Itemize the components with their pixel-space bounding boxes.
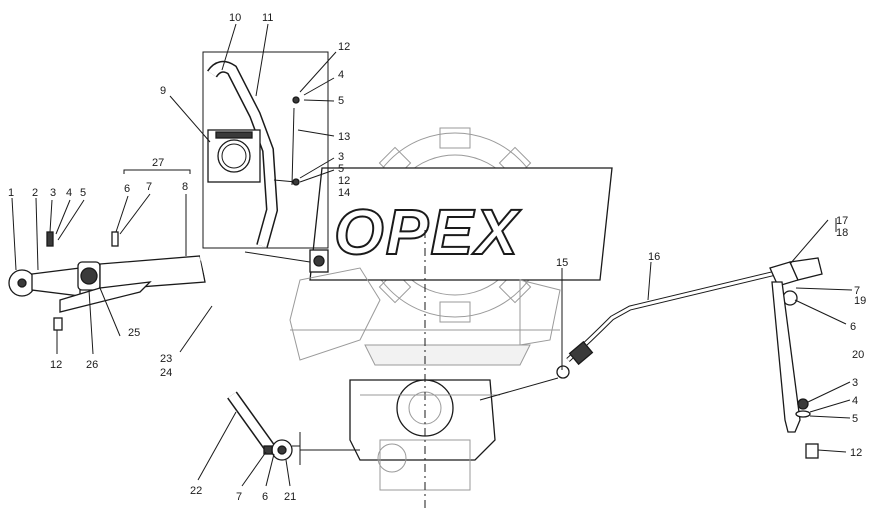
callout-22: 22	[190, 485, 202, 497]
callout-3: 3	[50, 187, 56, 199]
callouts: 1 2 3 4 5 6 7 8 27 12 26 25 23 24 10 11 …	[8, 12, 866, 503]
callout-19: 19	[854, 295, 866, 307]
part-16-rod	[566, 269, 781, 362]
callout-2: 2	[32, 187, 38, 199]
callout-27: 27	[152, 157, 164, 169]
right-assembly	[479, 257, 823, 459]
engine-outline	[289, 230, 561, 510]
callout-12-inset-b: 12	[338, 175, 350, 187]
part-2-tube	[31, 267, 81, 297]
callout-16: 16	[648, 251, 660, 263]
callout-7-right: 7	[854, 285, 860, 297]
callout-26: 26	[86, 359, 98, 371]
callout-17: 17	[836, 215, 848, 227]
part-25-bracket	[59, 281, 152, 313]
callout-9: 9	[160, 85, 166, 97]
watermark-banner	[309, 167, 613, 281]
callout-24: 24	[160, 367, 172, 379]
callout-12-inset: 12	[338, 41, 350, 53]
callout-7: 7	[146, 181, 152, 193]
callout-15: 15	[556, 257, 568, 269]
callout-13: 13	[338, 131, 350, 143]
callout-18: 18	[836, 227, 848, 239]
callout-6: 6	[124, 183, 130, 195]
part-20-bracket	[771, 281, 801, 433]
callout-4-inset: 4	[338, 69, 344, 81]
callout-5-inset-b: 5	[338, 163, 344, 175]
callout-6-right: 6	[850, 321, 856, 333]
callout-1: 1	[8, 187, 14, 199]
part-9-clamp	[207, 129, 261, 183]
callout-21: 21	[284, 491, 296, 503]
callout-4: 4	[66, 187, 72, 199]
part-12-bolt-left	[53, 317, 63, 331]
callout-12: 12	[50, 359, 62, 371]
leader-lines	[11, 23, 853, 487]
left-assembly	[8, 231, 360, 465]
callout-11: 11	[262, 12, 273, 24]
callout-6-bottom: 6	[262, 491, 268, 503]
callout-5-right: 5	[852, 413, 858, 425]
callout-25: 25	[128, 327, 140, 339]
callout-23: 23	[160, 353, 172, 365]
part-15-fitting	[568, 340, 594, 366]
callout-10: 10	[229, 12, 241, 24]
callout-5: 5	[80, 187, 86, 199]
callout-5-inset: 5	[338, 95, 344, 107]
watermark: OPEX	[309, 127, 613, 323]
part-12-bolt-right	[805, 443, 819, 459]
callout-3-inset: 3	[338, 151, 344, 163]
watermark-text: OPEX	[334, 196, 521, 268]
callout-4-right: 4	[852, 395, 858, 407]
callout-12-right: 12	[850, 447, 862, 459]
part-3-nut-right	[797, 398, 809, 410]
callout-20: 20	[852, 349, 864, 361]
callout-7-bottom: 7	[236, 491, 242, 503]
inset-box	[202, 51, 329, 273]
callout-8: 8	[182, 181, 188, 193]
part-8-pipe	[99, 255, 206, 291]
part-13-rod	[291, 107, 295, 186]
part-6-bolt	[111, 231, 119, 247]
part-3-nut	[46, 231, 54, 247]
callout-14: 14	[338, 187, 350, 199]
callout-3-right: 3	[852, 377, 858, 389]
